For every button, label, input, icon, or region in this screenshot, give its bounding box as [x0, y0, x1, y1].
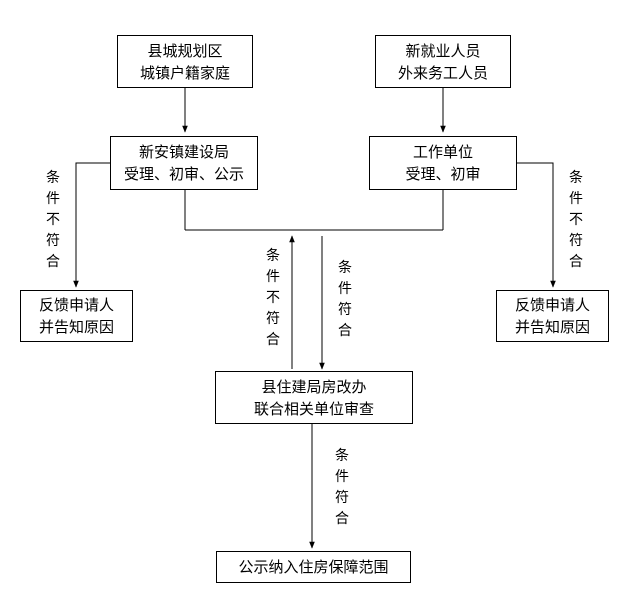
box-line: 县城规划区	[147, 41, 223, 60]
feedback-applicant-right-box: 反馈申请人 并告知原因	[496, 290, 609, 342]
feedback-applicant-left-box: 反馈申请人 并告知原因	[20, 290, 133, 342]
label-not-met-left: 条 件 不 符 合	[46, 170, 60, 270]
final-housing-security-box: 公示纳入住房保障范围	[216, 551, 411, 583]
box-line: 新安镇建设局	[138, 143, 229, 161]
box-line: 联合相关单位审查	[253, 399, 374, 418]
box-line: 并告知原因	[514, 318, 590, 336]
box-line: 反馈申请人	[514, 296, 590, 314]
box-line: 新就业人员	[405, 41, 481, 60]
box-line: 工作单位	[412, 143, 473, 161]
box-line: 公示纳入住房保障范围	[238, 558, 389, 576]
box-line: 受理、初审、公示	[123, 165, 244, 183]
label-met-center: 条 件 符 合	[338, 260, 352, 339]
arrow-bureau-to-feedback-left	[73, 162, 110, 288]
box-line: 城镇户籍家庭	[139, 63, 230, 82]
box-line: 受理、初审	[405, 165, 481, 183]
box-line: 反馈申请人	[38, 296, 114, 314]
box-line: 并告知原因	[38, 318, 114, 336]
new-workers-box: 新就业人员 外来务工人员	[375, 35, 511, 88]
arrow-employer-to-feedback-right	[517, 162, 556, 288]
label-met-bottom: 条 件 符 合	[335, 448, 349, 527]
employer-box: 工作单位 受理、初审	[369, 136, 517, 190]
box-line: 县住建局房改办	[261, 377, 367, 396]
county-urban-household-box: 县城规划区 城镇户籍家庭	[117, 35, 253, 88]
label-not-met-right: 条 件 不 符 合	[569, 170, 583, 270]
label-not-met-center: 条 件 不 符 合	[266, 248, 280, 348]
xinan-construction-bureau-box: 新安镇建设局 受理、初审、公示	[110, 136, 258, 190]
box-line: 外来务工人员	[397, 63, 488, 82]
county-housing-reform-office-box: 县住建局房改办 联合相关单位审查	[215, 371, 413, 424]
